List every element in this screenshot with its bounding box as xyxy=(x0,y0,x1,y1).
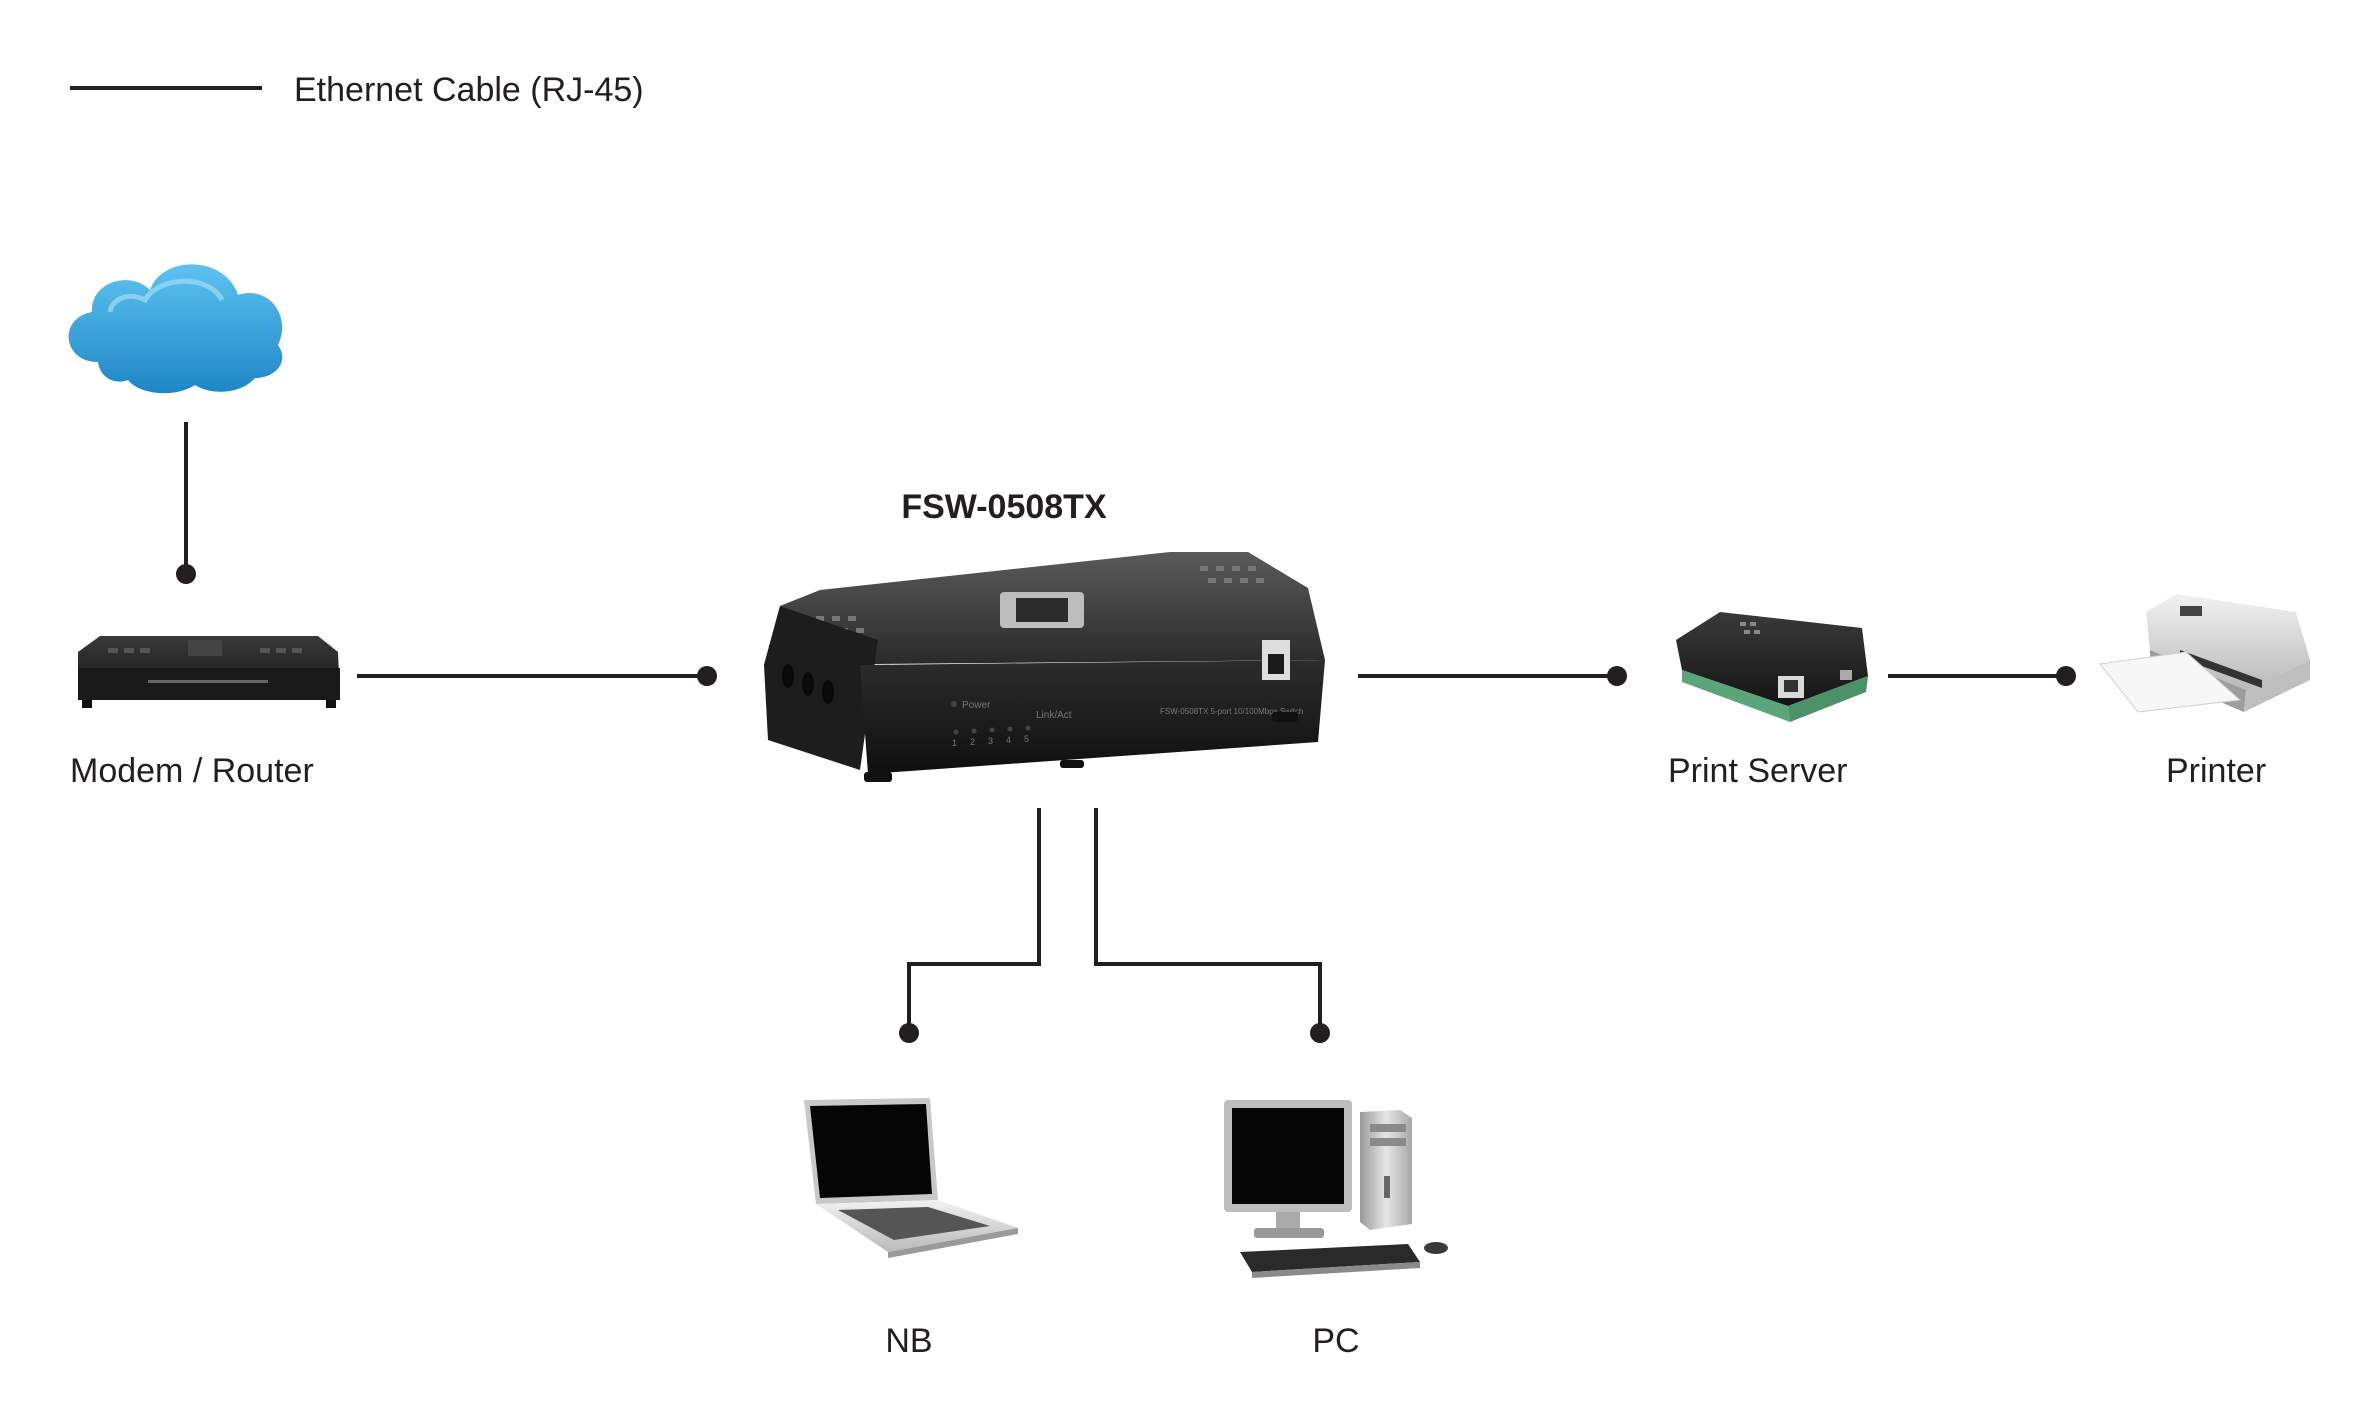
printer-icon xyxy=(2099,594,2310,713)
notebook-label: NB xyxy=(885,1322,932,1360)
dot-switch-left xyxy=(697,666,717,686)
switch-port-label-5: 5 xyxy=(1024,734,1029,744)
connection-dots xyxy=(176,564,2076,1043)
switch-port-label-2: 2 xyxy=(970,737,975,747)
cable-switch-notebook xyxy=(907,808,1041,1033)
dot-pc-top xyxy=(1310,1023,1330,1043)
dot-modem-top xyxy=(176,564,196,584)
switch-port-label-1: 1 xyxy=(952,738,957,748)
connections xyxy=(184,422,2066,1033)
network-switch-icon: Power Link/Act 1 2 3 4 5 FSW-0508TX 5-po… xyxy=(764,552,1325,782)
switch-panel-text: FSW-0508TX 5-port 10/100Mbps Switch xyxy=(1160,707,1303,716)
cloud-icon xyxy=(68,264,283,394)
modem-label: Modem / Router xyxy=(70,752,314,790)
dot-printer-left xyxy=(2056,666,2076,686)
pc-label: PC xyxy=(1312,1322,1359,1360)
switch-port-label-3: 3 xyxy=(988,736,993,746)
switch-title: FSW-0508TX xyxy=(901,488,1107,526)
switch-led-power-label: Power xyxy=(962,700,991,711)
legend: Ethernet Cable (RJ-45) xyxy=(70,71,644,109)
switch-port-label-4: 4 xyxy=(1006,735,1011,745)
dot-notebook-top xyxy=(899,1023,919,1043)
printer-label: Printer xyxy=(2166,752,2266,790)
cable-switch-pc xyxy=(1094,808,1322,1033)
desktop-pc-icon xyxy=(1224,1100,1448,1278)
laptop-icon xyxy=(804,1098,1018,1258)
legend-label: Ethernet Cable (RJ-45) xyxy=(294,71,644,109)
switch-led-link-label: Link/Act xyxy=(1036,710,1072,721)
print-server-label: Print Server xyxy=(1668,752,1848,790)
print-server-icon xyxy=(1676,612,1868,722)
router-icon xyxy=(78,636,340,708)
dot-printserver-left xyxy=(1607,666,1627,686)
